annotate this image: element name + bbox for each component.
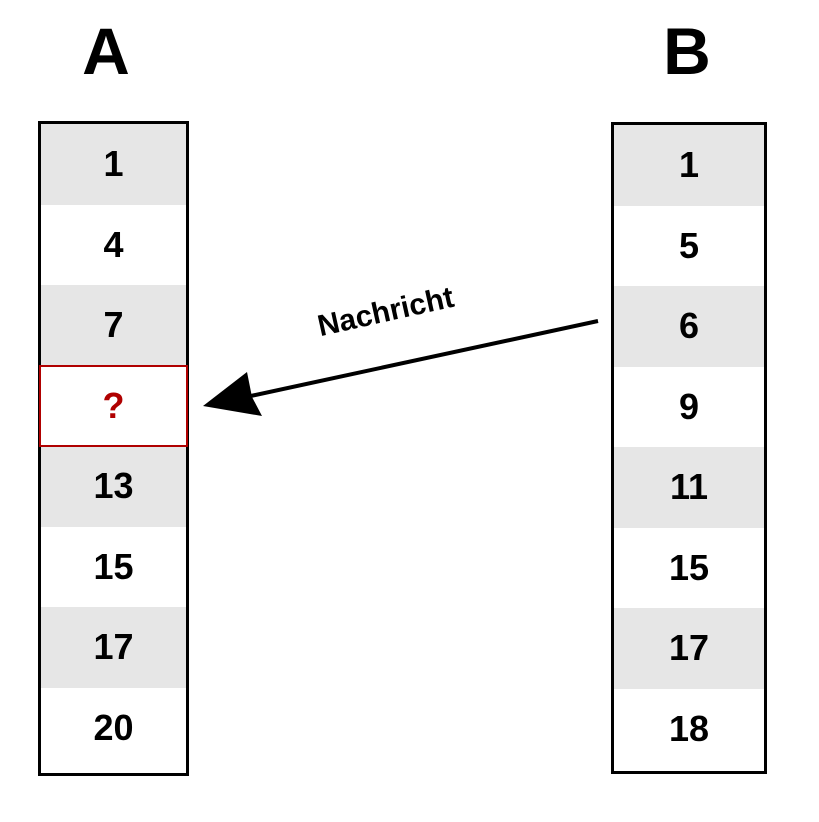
clock-a-cell: 15 — [93, 545, 134, 587]
clock-b-cell: 1 — [614, 125, 764, 206]
clock-a-title: A — [82, 14, 130, 88]
clock-b-cell: 17 — [614, 608, 764, 689]
clock-b-cell: 18 — [668, 707, 710, 749]
clock-a-cell: 4 — [103, 223, 124, 265]
clock-a-cell: 17 — [41, 607, 186, 688]
message-arrow-line — [245, 319, 599, 399]
message-label: Nachricht — [314, 280, 457, 344]
clock-b-cell: 9 — [678, 385, 700, 427]
clock-b-cell: 11 — [614, 447, 764, 528]
clock-b-cell: 5 — [678, 224, 700, 266]
message-arrow-head — [203, 372, 262, 416]
clock-b-cell: 6 — [614, 286, 764, 367]
clock-b-cell: 15 — [668, 546, 710, 588]
clock-a-cell: 1 — [41, 124, 186, 205]
clock-a-column: 1 4 7?13 15 17 20 — [38, 121, 189, 776]
clock-a-cell: 7 — [41, 285, 186, 366]
clock-a-unknown-cell: ? — [39, 364, 188, 447]
clock-b-title: B — [663, 14, 711, 88]
clock-a-cell: 20 — [93, 706, 134, 748]
clock-a-cell: 13 — [41, 446, 186, 527]
